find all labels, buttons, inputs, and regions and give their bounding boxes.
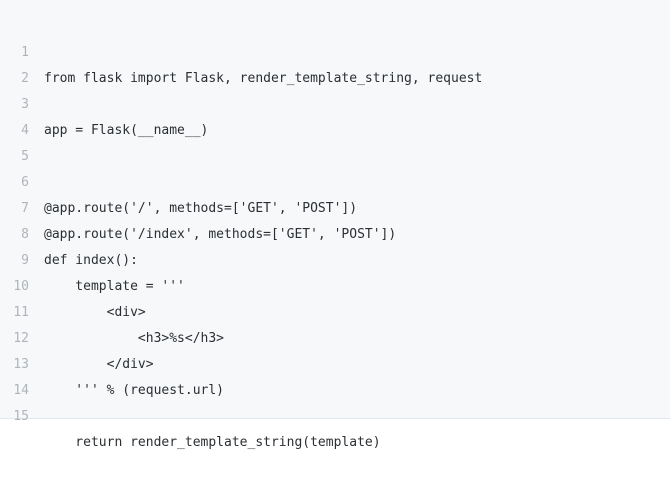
code-line-3: 3 app = Flask(__name__) bbox=[0, 66, 670, 138]
line-number: 10 bbox=[13, 279, 29, 294]
code-text: <h3>%s</h3> bbox=[44, 331, 225, 346]
code-line-1: 1 from flask import Flask, render_templa… bbox=[0, 14, 670, 86]
line-number: 6 bbox=[21, 175, 29, 190]
code-line-7: 7 @app.route('/index', methods=['GET', '… bbox=[0, 170, 670, 242]
code-line-6: 6 @app.route('/', methods=['GET', 'POST'… bbox=[0, 144, 670, 216]
code-text: @app.route('/index', methods=['GET', 'PO… bbox=[44, 227, 397, 242]
code-line-15: 15 return render_template_string(templat… bbox=[0, 378, 670, 450]
code-line-8: 8 def index(): bbox=[0, 196, 670, 268]
code-block: 1 from flask import Flask, render_templa… bbox=[0, 14, 670, 450]
line-number: 13 bbox=[13, 357, 29, 372]
line-number: 2 bbox=[21, 71, 29, 86]
code-line-13: 13 ''' % (request.url) bbox=[0, 326, 670, 398]
line-number: 8 bbox=[21, 227, 29, 242]
line-number: 3 bbox=[21, 97, 29, 112]
code-line-11: 11 <h3>%s</h3> bbox=[0, 274, 670, 346]
code-text: def index(): bbox=[44, 253, 138, 268]
line-number: 11 bbox=[13, 305, 29, 320]
code-line-14: 14 bbox=[0, 352, 670, 398]
code-text: return render_template_string(template) bbox=[44, 435, 381, 450]
code-line-2: 2 bbox=[0, 40, 670, 86]
code-text: ''' % (request.url) bbox=[44, 383, 225, 398]
line-number: 7 bbox=[21, 201, 29, 216]
code-line-9: 9 template = ''' bbox=[0, 222, 670, 294]
code-text: template = ''' bbox=[44, 279, 185, 294]
line-number: 15 bbox=[13, 409, 29, 424]
code-text: </div> bbox=[44, 357, 154, 372]
line-number: 4 bbox=[21, 123, 29, 138]
line-number: 12 bbox=[13, 331, 29, 346]
code-text: <div> bbox=[44, 305, 146, 320]
code-line-4: 4 bbox=[0, 92, 670, 138]
code-text: app = Flask(__name__) bbox=[44, 123, 209, 138]
line-number: 5 bbox=[21, 149, 29, 164]
line-number: 1 bbox=[21, 45, 29, 60]
code-line-5: 5 bbox=[0, 118, 670, 164]
line-number: 14 bbox=[13, 383, 29, 398]
code-text: @app.route('/', methods=['GET', 'POST']) bbox=[44, 201, 358, 216]
line-number: 9 bbox=[21, 253, 29, 268]
code-text: from flask import Flask, render_template… bbox=[44, 71, 483, 86]
code-line-10: 10 <div> bbox=[0, 248, 670, 320]
code-line-12: 12 </div> bbox=[0, 300, 670, 372]
